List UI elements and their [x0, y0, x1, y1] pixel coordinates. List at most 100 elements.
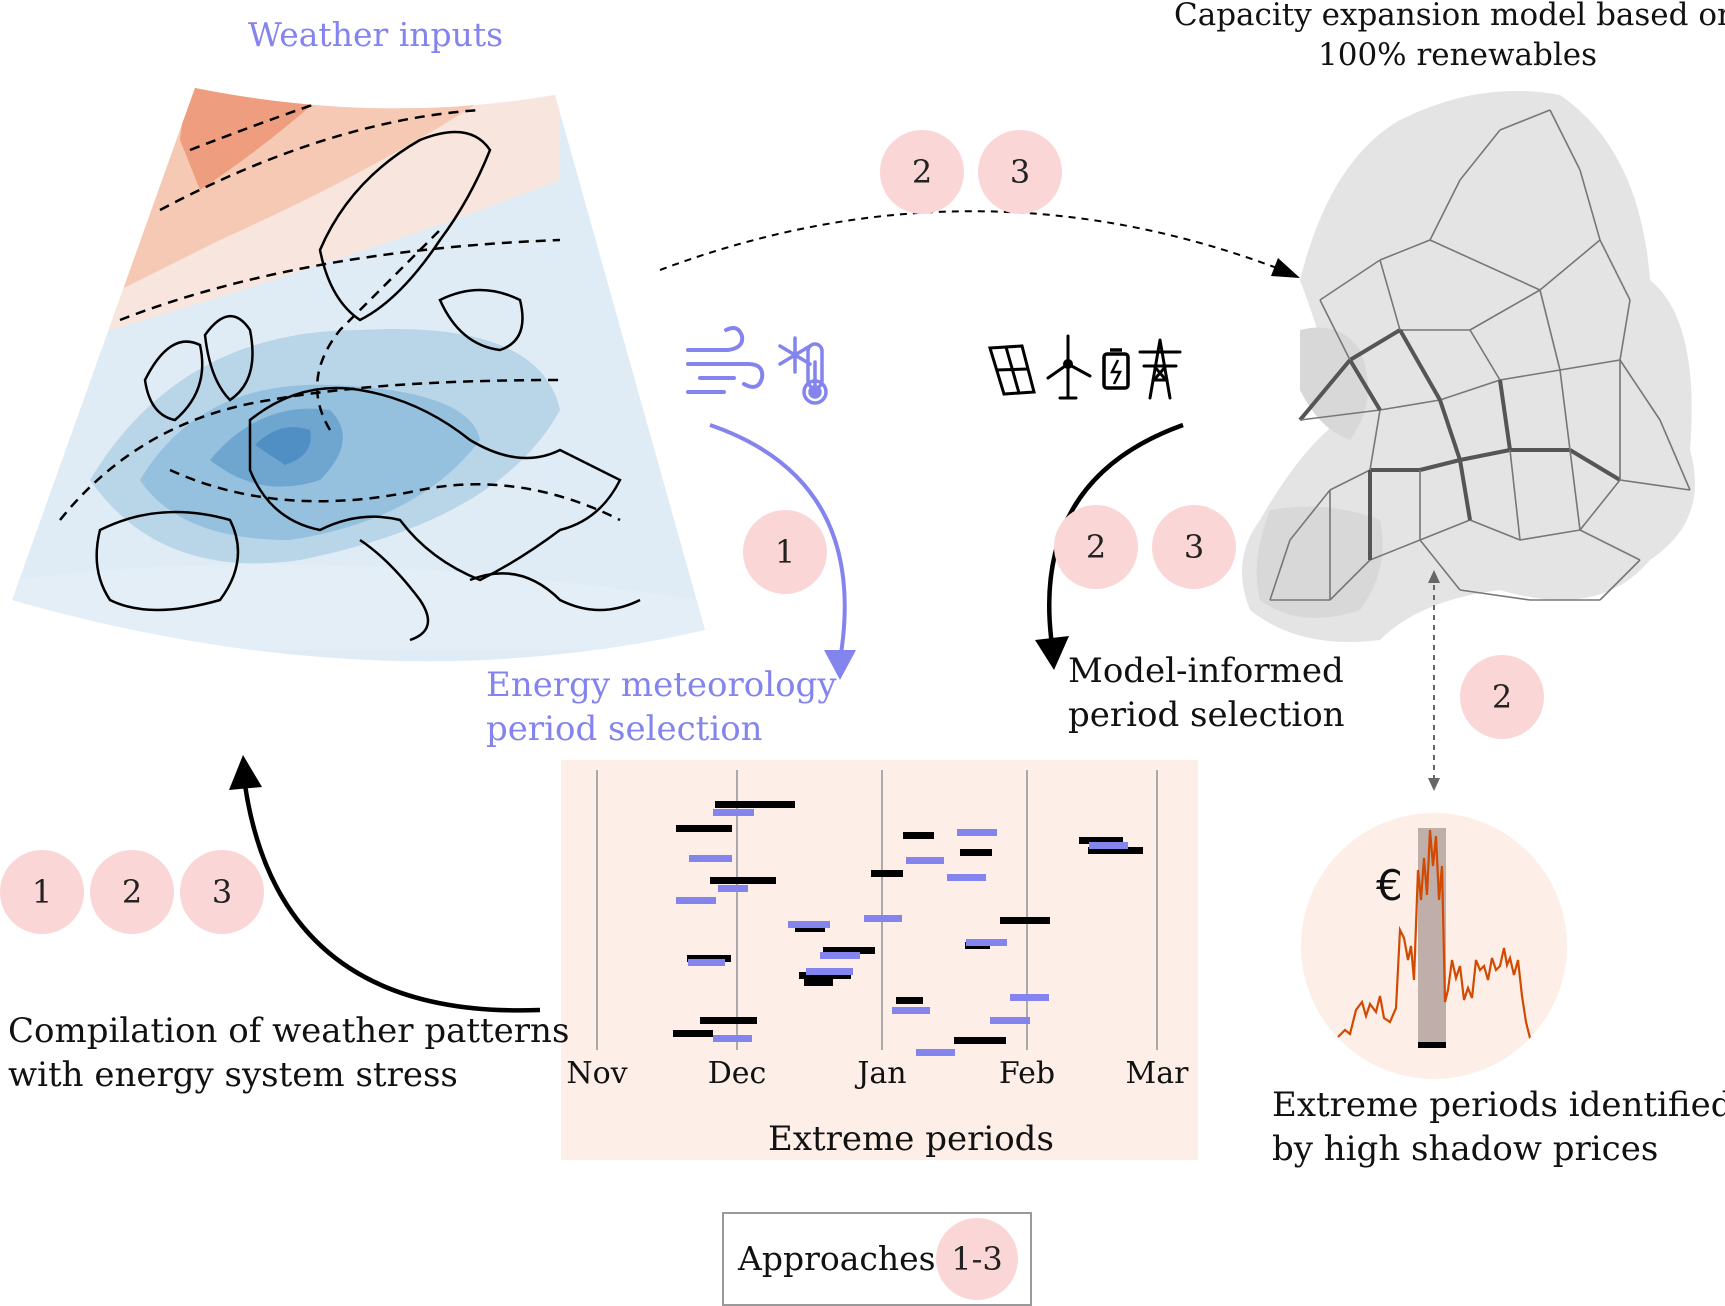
blue-arrow — [709, 423, 847, 661]
network-line — [1499, 369, 1561, 381]
extreme-identified-label-line2: by high shadow prices — [1272, 1129, 1659, 1169]
meteorology-period-bar — [892, 1007, 930, 1014]
capacity-model-title-line1: Capacity expansion model based on — [1174, 0, 1725, 33]
network-line — [1458, 459, 1472, 521]
model-period-bar — [799, 972, 851, 979]
meteorology-period-bar — [688, 959, 725, 966]
approaches-legend: Approaches 1-3 — [722, 1212, 1032, 1306]
model-informed-label-line1: Model-informed — [1068, 651, 1344, 691]
meteorology-period-bar — [713, 1035, 752, 1042]
network-line — [1369, 539, 1421, 561]
meteorology-period-bar — [916, 1049, 955, 1056]
badge-black-2: 2 — [1054, 505, 1138, 589]
tick-label-nov: Nov — [566, 1056, 627, 1091]
network-line — [1498, 379, 1512, 451]
network-line — [1289, 489, 1331, 541]
capacity-model-title-line2: 100% renewables — [1318, 37, 1597, 73]
meteorology-period-bar — [906, 857, 944, 864]
network-line — [1329, 469, 1371, 491]
black-arrow-model — [1047, 422, 1184, 646]
badge-blue-1: 1 — [743, 510, 827, 594]
network-line — [1539, 289, 1561, 371]
network-line — [1419, 539, 1461, 591]
badge-left-3: 3 — [180, 850, 264, 934]
network-line — [1568, 448, 1622, 482]
energy-meteorology-label-line2: period selection — [486, 709, 763, 749]
model-period-bar — [687, 955, 731, 962]
network-line — [1469, 289, 1541, 331]
badge-right-2: 2 — [1460, 655, 1544, 739]
badge-left-1: 1 — [0, 850, 84, 934]
network-line — [1569, 449, 1581, 531]
network-line — [1619, 299, 1631, 361]
network-line — [1459, 129, 1501, 181]
model-period-bar — [896, 997, 923, 1004]
meteorology-period-bar — [966, 939, 1007, 946]
network-line — [1619, 359, 1661, 421]
extreme-periods-panel — [561, 760, 1198, 1160]
wind-turbine-icon — [1046, 334, 1092, 400]
model-period-bar — [903, 832, 934, 839]
meteorology-period-bar — [806, 968, 853, 975]
meteorology-period-bar — [820, 952, 860, 959]
tick-label-feb: Feb — [999, 1056, 1055, 1091]
network-line — [1419, 458, 1461, 472]
model-period-bar — [823, 947, 875, 954]
network-line — [1379, 399, 1441, 411]
extreme-identified-label-line1: Extreme periods identified — [1272, 1085, 1725, 1125]
chart-x-label: Extreme periods — [768, 1119, 1054, 1159]
network-line — [1379, 259, 1401, 331]
model-period-bar — [673, 1030, 713, 1037]
network-line — [1298, 358, 1352, 422]
meteorology-period-bar — [957, 829, 997, 836]
network-line — [1369, 409, 1381, 471]
model-period-bar — [715, 801, 795, 808]
dashed-arrow-top — [659, 210, 1296, 276]
network-line — [1459, 589, 1531, 601]
energy-meteorology-label-line1: Energy meteorology — [486, 665, 837, 705]
model-period-bar — [804, 979, 833, 986]
meteorology-period-bar — [713, 809, 754, 816]
meteorology-period-bar — [1089, 842, 1128, 849]
badge-top-2: 2 — [880, 130, 964, 214]
network-line — [1579, 169, 1601, 241]
meteorology-period-bar — [689, 855, 732, 862]
network-line — [1599, 239, 1631, 301]
black-arrow-compilation — [242, 784, 541, 1013]
transmission-tower-icon — [1138, 338, 1182, 400]
badge-left-2: 2 — [90, 850, 174, 934]
model-period-bar — [1000, 917, 1050, 924]
meteorology-period-bar — [864, 915, 902, 922]
battery-icon — [1102, 348, 1130, 390]
network-line — [1438, 399, 1462, 461]
network-line — [1439, 379, 1501, 401]
network-line — [1429, 239, 1541, 291]
weather-map — [12, 88, 705, 662]
network-line — [1419, 519, 1471, 541]
network-line — [1379, 239, 1431, 261]
network-line — [1269, 539, 1291, 601]
model-period-bar — [700, 1017, 757, 1024]
compilation-label-line2: with energy system stress — [8, 1055, 458, 1095]
network-line — [1499, 109, 1551, 131]
model-informed-label-line2: period selection — [1068, 695, 1345, 735]
compilation-label-line1: Compilation of weather patterns — [8, 1011, 570, 1051]
network-line — [1619, 479, 1691, 491]
meteorology-period-bar — [990, 1017, 1030, 1024]
snow-thermometer-icon — [778, 336, 828, 405]
network-line — [1519, 529, 1581, 541]
model-period-bar — [795, 925, 825, 932]
model-period-bar — [1088, 847, 1143, 854]
network-line — [1579, 479, 1621, 531]
network-line — [1469, 519, 1521, 541]
network-line — [1659, 419, 1691, 491]
tick-label-jan: Jan — [854, 1056, 906, 1091]
network-line — [1549, 109, 1581, 171]
network-line — [1539, 239, 1601, 291]
network-line — [1559, 369, 1571, 451]
network-line — [1348, 328, 1402, 362]
network-line — [1299, 409, 1381, 421]
network-line — [1319, 259, 1381, 301]
europe-network-map — [1242, 90, 1695, 643]
